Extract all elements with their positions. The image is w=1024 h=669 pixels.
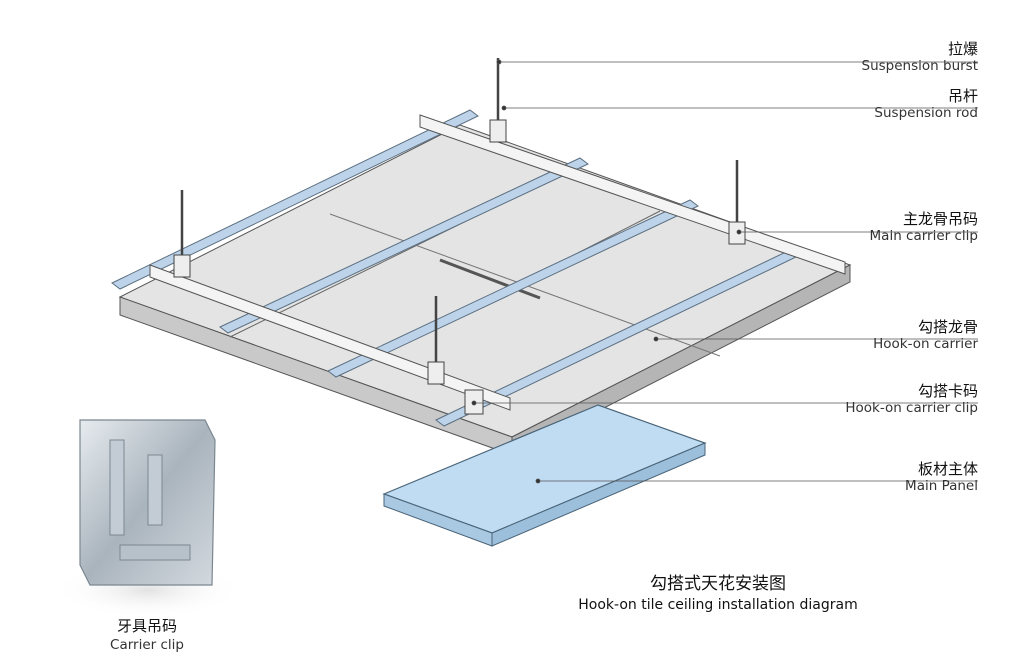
leader-lines: [471, 59, 978, 484]
diagram-title: 勾搭式天花安装图 Hook-on tile ceiling installati…: [573, 573, 863, 615]
hook-on-carriers: [111, 109, 799, 427]
carrier-clip-label: 牙具吊码 Carrier clip: [72, 617, 222, 654]
callout-label-en: Hook-on carrier clip: [845, 400, 978, 416]
callout-suspension-rod: 吊杆 Suspension rod: [874, 87, 978, 122]
carrier-clip-label-en: Carrier clip: [110, 637, 184, 653]
callout-label-zh: 拉爆: [947, 40, 978, 58]
callout-label-en: Main carrier clip: [869, 228, 978, 244]
callout-label-zh: 勾搭龙骨: [917, 318, 978, 336]
callout-label-en: Suspension burst: [861, 58, 978, 74]
callout-hook-on-carrier-clip: 勾搭卡码 Hook-on carrier clip: [845, 382, 978, 417]
diagram-title-en: Hook-on tile ceiling installation diagra…: [578, 597, 858, 613]
callout-suspension-burst: 拉爆 Suspension burst: [862, 40, 978, 75]
diagram-title-zh: 勾搭式天花安装图: [650, 574, 786, 594]
callout-label-en: Hook-on carrier: [873, 336, 978, 352]
callout-main-panel: 板材主体 Main Panel: [905, 460, 978, 495]
callout-label-zh: 板材主体: [917, 460, 978, 478]
callout-label-en: Main Panel: [905, 478, 978, 494]
carrier-clip-photo: [53, 419, 243, 618]
main-carrier-clips: [173, 119, 746, 415]
callout-label-zh: 主龙骨吊码: [902, 210, 978, 228]
callout-label-en: Suspension rod: [874, 105, 978, 121]
callout-main-carrier-clip: 主龙骨吊码 Main carrier clip: [870, 210, 978, 245]
callout-label-zh: 吊杆: [947, 87, 978, 105]
main-panel: [382, 404, 707, 547]
callout-hook-on-carrier: 勾搭龙骨 Hook-on carrier: [873, 318, 978, 353]
suspension-rods: [180, 58, 739, 368]
callout-label-zh: 勾搭卡码: [917, 382, 978, 400]
carrier-clip-label-zh: 牙具吊码: [116, 617, 177, 635]
